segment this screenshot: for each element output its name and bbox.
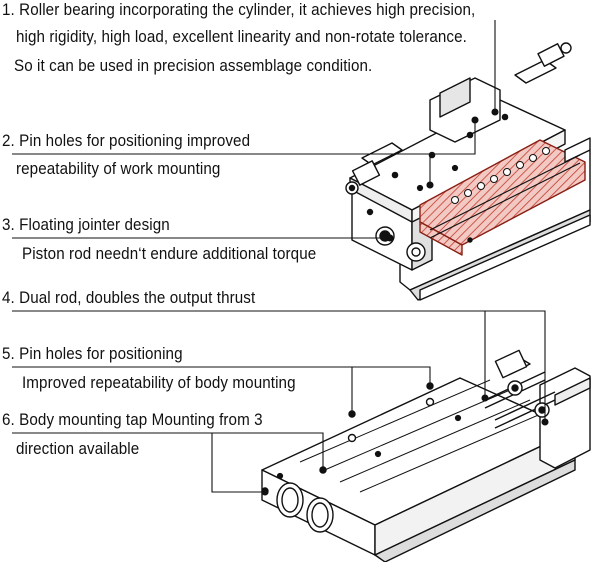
feature-6-line-1: 6. Body mounting tap Mounting from 3	[2, 411, 263, 429]
feature-6-line-2: direction available	[16, 440, 140, 458]
feature-2-line-2: repeatability of work mounting	[16, 160, 221, 178]
feature-5-line-1: 5. Pin holes for positioning	[2, 345, 183, 363]
feature-1-line-1: 1. Roller bearing incorporating the cyli…	[2, 1, 476, 19]
feature-5-line-2: Improved repeatability of body mounting	[22, 374, 296, 392]
feature-4-line-1: 4. Dual rod, doubles the output thrust	[2, 289, 256, 307]
feature-3-line-1: 3. Floating jointer design	[2, 216, 170, 234]
top-cylinder-cutaway	[345, 42, 591, 301]
feature-3-line-2: Piston rod needn‘t endure additional tor…	[22, 245, 317, 263]
feature-1-line-2: high rigidity, high load, excellent line…	[16, 28, 467, 46]
feature-2-line-1: 2. Pin holes for positioning improved	[2, 132, 251, 150]
feature-1-line-3: So it can be used in precision assemblag…	[14, 57, 373, 75]
bottom-cylinder	[261, 349, 591, 562]
leader-lines	[12, 20, 549, 496]
